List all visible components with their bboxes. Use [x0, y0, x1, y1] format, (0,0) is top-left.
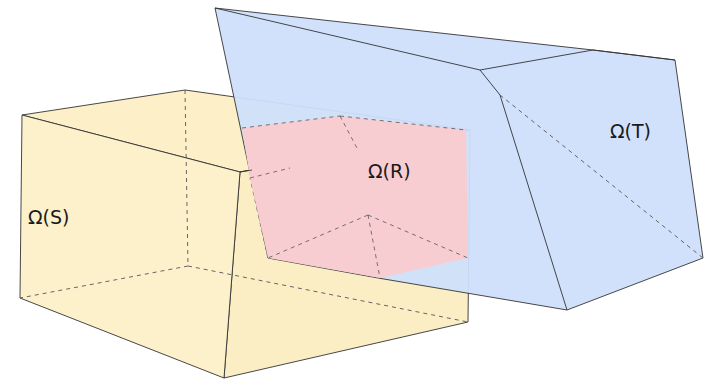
hexahedron-s: [20, 90, 470, 378]
region-label: Ω(T): [610, 120, 651, 143]
intersection-r: [240, 116, 468, 278]
region-label: Ω(S): [28, 206, 69, 229]
hexahedron-t: [215, 8, 703, 310]
region-label: Ω(R): [368, 160, 411, 183]
